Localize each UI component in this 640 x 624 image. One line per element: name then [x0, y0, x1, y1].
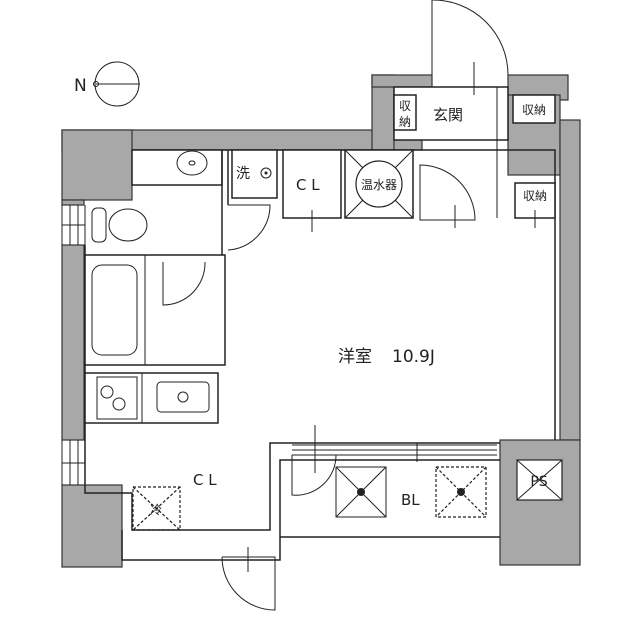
- door-balcony[interactable]: [291, 454, 337, 496]
- outdoor-unit: [335, 466, 387, 518]
- north-compass: N: [74, 61, 140, 107]
- vanity: [131, 149, 223, 186]
- door-bottom[interactable]: [221, 556, 276, 611]
- washbasin-icon: [176, 150, 208, 176]
- north-label: N: [74, 76, 87, 96]
- door-entrance-room[interactable]: [419, 164, 476, 221]
- storage-right-label: 収納: [523, 189, 547, 203]
- bathtub-icon: [91, 264, 138, 356]
- window-left-bottom: [61, 440, 86, 485]
- front-door[interactable]: [431, 0, 509, 76]
- closet-top-label: C L: [296, 176, 320, 194]
- outdoor-unit-dashed: [435, 466, 487, 518]
- laundry-label: 洗: [236, 166, 250, 182]
- storage-left: [393, 94, 417, 131]
- storage-top-right-label: 収納: [522, 103, 546, 117]
- entrance-label: 玄関: [433, 106, 463, 124]
- sink-icon: [156, 381, 210, 413]
- storage-left-label-1: 収: [399, 99, 411, 113]
- fridge-label: 冷: [150, 503, 162, 517]
- pipe-space-label: PS: [530, 474, 547, 490]
- closet-top: [282, 149, 342, 219]
- water-heater-label: 温水器: [361, 178, 397, 192]
- western-room-size: 10.9J: [392, 347, 435, 367]
- balcony-label: BL: [401, 491, 420, 509]
- western-room-label: 洋室: [338, 347, 372, 367]
- stove-icon: [96, 376, 138, 420]
- bathroom: [84, 254, 226, 366]
- door-bathroom[interactable]: [162, 261, 206, 306]
- toilet-tank: [91, 207, 107, 243]
- storage-top-right: [512, 94, 556, 124]
- window-left-top: [61, 205, 86, 245]
- balcony-window[interactable]: [292, 443, 497, 462]
- storage-left-label-2: 納: [399, 115, 411, 129]
- laundry-space: [231, 149, 278, 199]
- toilet-icon: [108, 208, 148, 242]
- closet-bottom-label: C L: [193, 471, 217, 489]
- drain-icon: [260, 167, 272, 179]
- door-washroom[interactable]: [227, 204, 271, 251]
